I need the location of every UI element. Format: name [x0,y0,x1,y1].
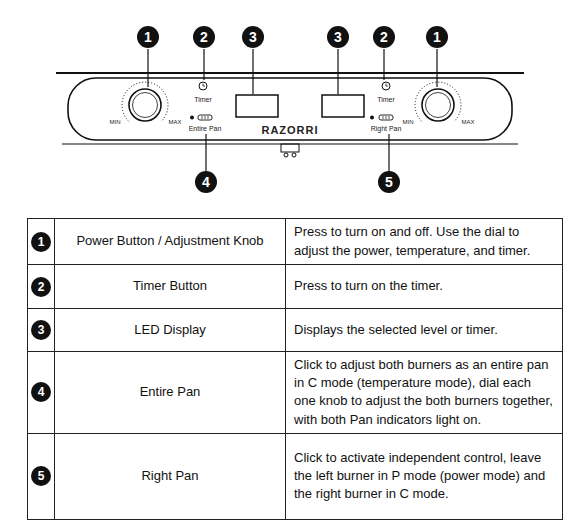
callout-number: 5 [31,466,51,486]
callout-number: 3 [242,26,264,48]
callout-number: 4 [195,171,217,193]
timer-hands [203,84,205,87]
callout-number: 1 [31,232,51,252]
part-name: Power Button / Adjustment Knob [63,232,277,250]
table-row: 4 Entire Pan Click to adjust both burners … [28,352,563,434]
counter-edge [56,72,524,74]
button-label: Right Pan [371,125,402,132]
pan-icon [198,115,212,120]
timer-hands [386,84,388,87]
scale-label: MIN [110,119,121,125]
table-cell: 3 [28,309,55,352]
callout-number: 5 [378,171,400,193]
callout-number: 2 [373,26,395,48]
power-knob-rim [133,93,158,118]
pan-icon [379,115,393,120]
table-cell: 2 [28,265,55,309]
parts-table: 1Power Button / Adjustment KnobPress to … [27,218,563,520]
table-cell: Press to turn on and off. Use the dial t… [286,219,563,265]
knob-scale [122,82,168,121]
pan-icon-bars [383,116,389,119]
table-cell: Displays the selected level or timer. [286,309,563,352]
timer-icon [382,82,390,90]
button-label: Timer [377,96,395,103]
table-cell: Timer Button [55,265,286,309]
part-description: Press to turn on and off. Use the dial t… [294,223,554,259]
pan-icon-bars [202,116,208,119]
table-row: 2 Timer Button Press to turn on the timer. [28,265,563,309]
leader-lines [148,49,437,171]
callout-number: 2 [193,26,215,48]
indicator-dot [190,116,194,120]
power-knob [422,89,454,121]
callout-number: 1 [137,26,159,48]
callout-number: 2 [31,277,51,297]
table-row: 3 LED Display Displays the selected level … [28,309,563,352]
table-cell: 1 [28,219,55,265]
table-row: 5 Right Pan Click to activate independent … [28,433,563,519]
tab-foot [284,153,288,157]
scale-label: MAX [461,119,474,125]
callout-number: 4 [31,382,51,402]
button-label: Entire Pan [189,125,222,132]
scale-label: MAX [168,119,181,125]
panel-body [68,78,512,140]
part-description: Displays the selected level or timer. [294,321,554,339]
power-knob [129,89,161,121]
led-display [322,95,364,117]
table-cell: 4 [28,352,55,434]
table-cell: Press to turn on the timer. [286,265,563,309]
panel-tab [281,144,299,152]
callout-number: 3 [327,26,349,48]
tab-foot [292,153,296,157]
timer-icon [199,82,207,90]
table-cell: LED Display [55,309,286,352]
brand-logo: RAZORRI [261,125,318,136]
table-cell: Power Button / Adjustment Knob [55,219,286,265]
part-name: Entire Pan [63,383,277,401]
part-name: Right Pan [63,467,277,485]
scale-label: MIN [403,119,414,125]
part-description: Click to adjust both burners as an entir… [294,356,554,429]
part-name: LED Display [63,321,277,339]
table-cell: Click to adjust both burners as an entir… [286,352,563,434]
table-cell: Entire Pan [55,352,286,434]
table-cell: Right Pan [55,433,286,519]
indicator-dot [370,116,374,120]
callout-number: 1 [426,26,448,48]
callout-number: 3 [31,320,51,340]
part-description: Click to activate independent control, l… [294,449,554,504]
led-display [236,95,278,117]
part-description: Press to turn on the timer. [294,277,554,295]
table-row: 1 Power Button / Adjustment Knob Press to … [28,219,563,265]
table-cell: Click to activate independent control, l… [286,433,563,519]
knob-scale [415,82,461,121]
button-label: Timer [194,96,212,103]
table-cell: 5 [28,433,55,519]
power-knob-rim [426,93,451,118]
part-name: Timer Button [63,277,277,295]
